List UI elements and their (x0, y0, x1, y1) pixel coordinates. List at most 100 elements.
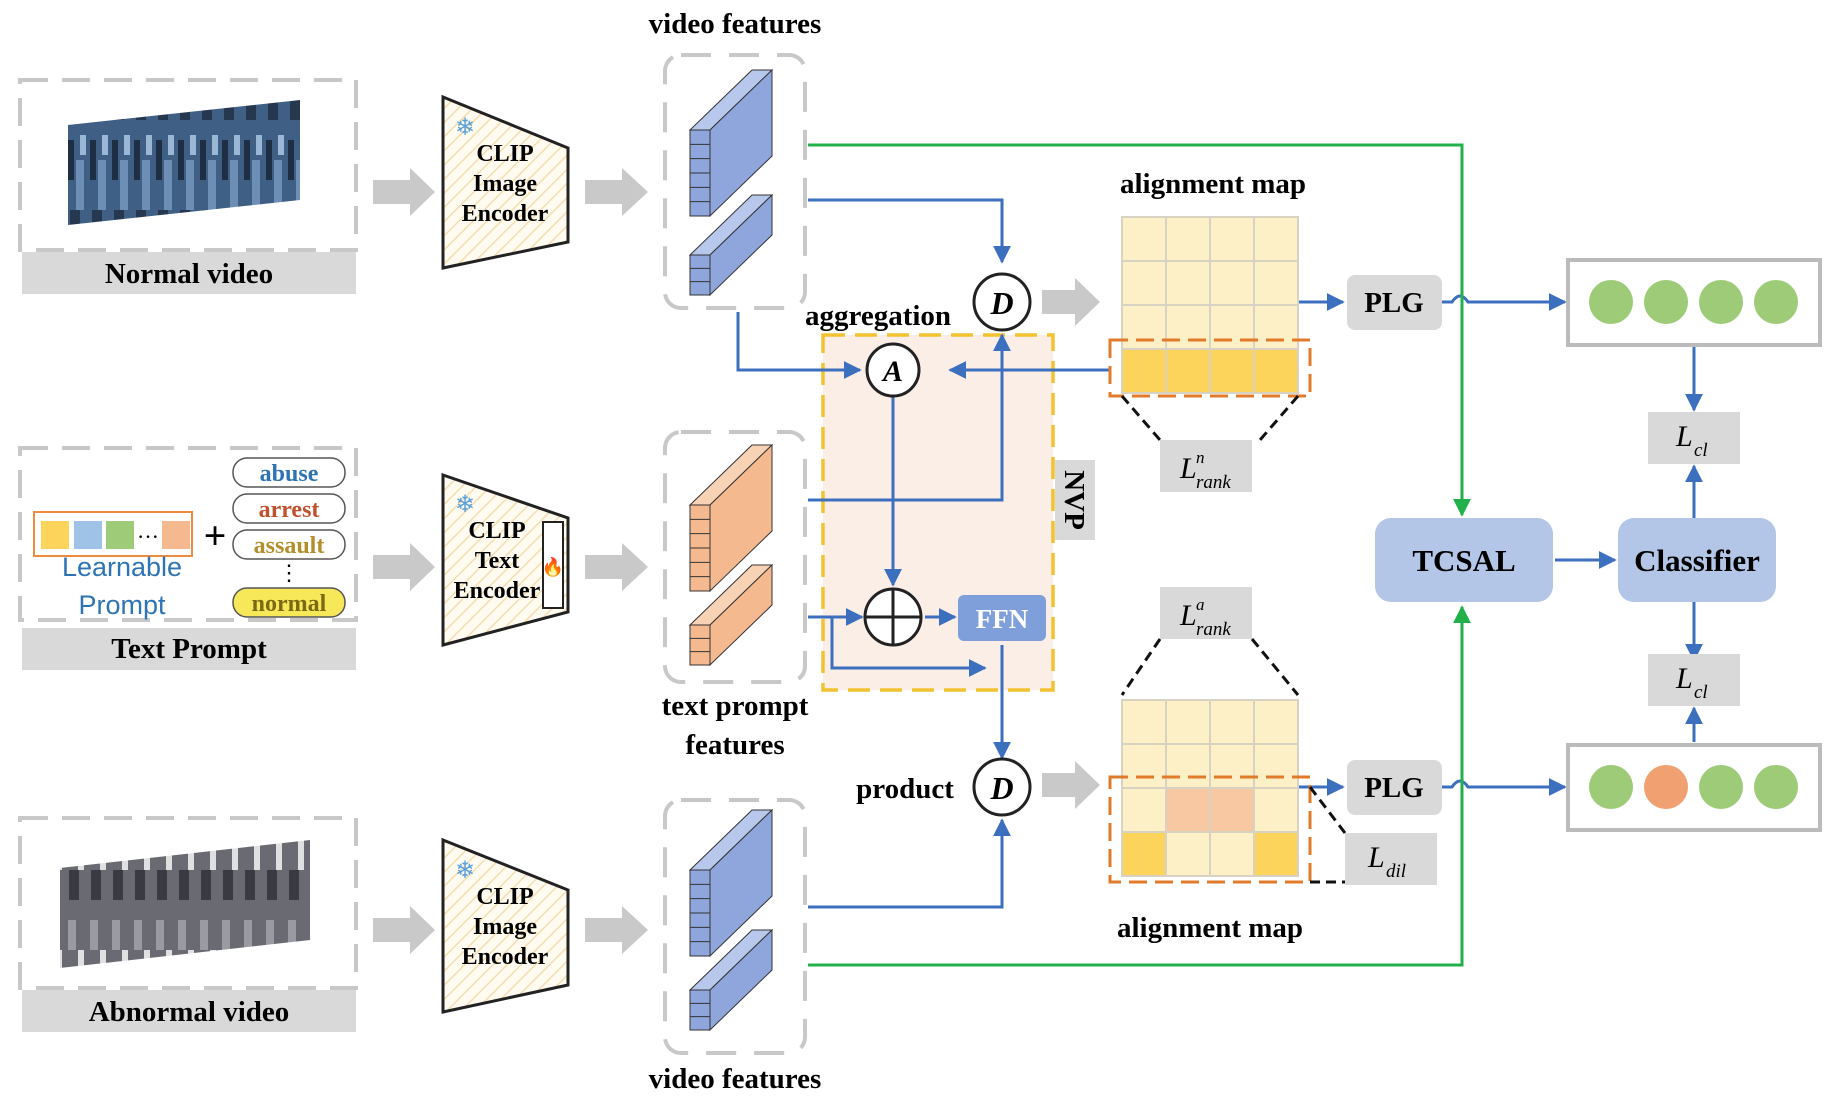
frozen-icon: ❄ (455, 492, 475, 518)
token-ellipsis: ··· (137, 524, 159, 549)
feature-bar (688, 563, 774, 667)
loss-symbol: L (1179, 599, 1197, 632)
pseudo-label-dot (1589, 765, 1633, 809)
pseudo-label-dot (1644, 765, 1688, 809)
green-arrow-top (808, 143, 1471, 517)
clip-image-encoder-bottom: ❄ CLIP Image Encoder (441, 837, 570, 1014)
encoder-text: CLIP (476, 884, 533, 910)
gray-arrow (1042, 761, 1100, 809)
classifier-block: Classifier (1618, 518, 1776, 602)
encoder-text: Image (473, 171, 537, 197)
gray-arrow (373, 168, 435, 216)
loss-sub: rank (1196, 619, 1231, 640)
normal-video-thumbnail (68, 100, 300, 225)
aggregation-label: aggregation (805, 300, 951, 332)
dil-highlight (1108, 775, 1312, 884)
TCSAL-block: TCSAL (1375, 518, 1553, 602)
loss-sup: a (1196, 595, 1205, 614)
arrow-video-to-A (736, 312, 862, 379)
D-operator-bottom: D (972, 757, 1032, 817)
normal-video-panel: Normal video (18, 78, 358, 294)
frozen-icon: ❄ (455, 115, 475, 141)
pseudo-label-dot (1644, 280, 1688, 324)
text-prompt-panel: ··· Learnable Prompt + abuse arrest assa… (18, 446, 358, 670)
green-arrow-bottom (808, 605, 1471, 967)
clip-image-encoder-top: ❄ CLIP Image Encoder (441, 94, 570, 270)
arrow-text-branch-down (830, 617, 987, 677)
map-cell (1165, 831, 1211, 877)
learnable-prompt-label-1: Learnable (62, 552, 182, 582)
add-operator (863, 587, 923, 647)
map-cell (1253, 348, 1299, 394)
gray-flow-arrows (373, 168, 1100, 954)
loss-sub: dil (1386, 861, 1406, 882)
map-cell (1165, 699, 1211, 745)
feature-bar (688, 68, 774, 218)
PLG-label: PLG (1364, 772, 1424, 804)
arrow-PLG-bottom-to-labels (1440, 778, 1567, 796)
video-features-label-bottom: video features (649, 1063, 822, 1095)
plus-symbol: + (204, 513, 227, 558)
alignment-map-top (1121, 216, 1299, 394)
D-symbol: D (989, 285, 1013, 321)
class-abuse: abuse (260, 461, 319, 487)
D-symbol: D (989, 770, 1013, 806)
learnable-prompt-label-2: Prompt (78, 590, 166, 620)
map-cell (1253, 304, 1299, 350)
encoder-text: CLIP (468, 518, 525, 544)
text-feature-stack (688, 443, 774, 667)
loss-rank-a: L a rank (1160, 587, 1252, 640)
classifier-label: Classifier (1634, 543, 1760, 578)
video-features-top-box (663, 53, 807, 310)
map-cell (1165, 216, 1211, 262)
map-cell (1121, 743, 1167, 789)
feature-bar (688, 443, 774, 593)
arrow-video-to-D-bottom (808, 818, 1011, 909)
text-prompt-label: Text Prompt (111, 633, 267, 665)
map-cell (1209, 216, 1255, 262)
loss-sup: n (1196, 448, 1205, 467)
map-cell (1121, 260, 1167, 306)
PLG-bottom: PLG (1347, 760, 1442, 815)
loss-rank-n: L n rank (1160, 440, 1252, 493)
feature-bar (688, 193, 774, 297)
alignment-map-bottom (1121, 699, 1299, 877)
loss-sub: rank (1196, 472, 1231, 493)
pseudo-label-dot (1589, 280, 1633, 324)
TCSAL-label: TCSAL (1412, 543, 1515, 578)
gray-arrow (585, 906, 648, 954)
text-prompt-features-label-2: features (685, 729, 784, 761)
map-cell (1253, 699, 1299, 745)
clip-text-encoder: 🔥 ❄ CLIP Text Encoder (441, 472, 570, 647)
map-cell (1121, 304, 1167, 350)
map-cell (1209, 831, 1255, 877)
green-connectors (808, 143, 1471, 967)
map-cell (1253, 787, 1299, 833)
map-cell (1209, 743, 1255, 789)
map-cell (1121, 699, 1167, 745)
product-label: product (856, 773, 954, 805)
loss-symbol: L (1179, 452, 1197, 485)
alignment-map-label-bottom: alignment map (1117, 912, 1303, 944)
arrow-text-to-D-top (808, 333, 1011, 502)
text-prompt-features-label-1: text prompt (662, 690, 809, 722)
loss-symbol: L (1675, 662, 1693, 695)
loss-sub: cl (1694, 440, 1708, 461)
aggregation-operator: A (865, 342, 921, 398)
pseudo-labels-normal (1566, 258, 1822, 347)
map-cell (1165, 743, 1211, 789)
encoder-text: Encoder (462, 944, 549, 970)
abnormal-video-panel: Abnormal video (18, 816, 358, 1032)
map-cell (1209, 260, 1255, 306)
video-feature-stack-top (688, 68, 774, 297)
map-cell (1121, 831, 1167, 877)
normal-video-label: Normal video (105, 258, 273, 290)
encoder-text: Encoder (462, 201, 549, 227)
loss-symbol: L (1367, 841, 1385, 874)
video-features-bottom-box (663, 798, 807, 1055)
class-ellipsis: ⋮ (278, 560, 300, 585)
loss-symbol: L (1675, 420, 1693, 453)
map-cell (1165, 348, 1211, 394)
